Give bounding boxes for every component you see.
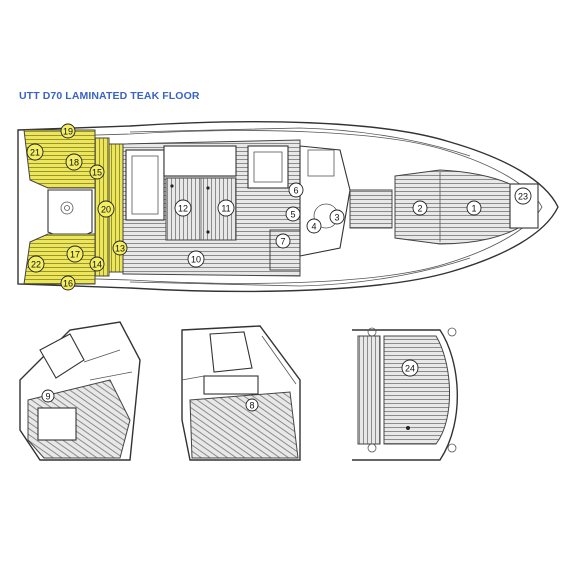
label-marker-11 — [217, 199, 235, 217]
side-deck-lower — [129, 257, 471, 287]
label-number-18: 18 — [69, 158, 79, 168]
label-marker-18 — [65, 153, 83, 171]
detail-9-frame — [19, 321, 141, 461]
stern-platform-upper — [23, 129, 96, 189]
label-number-15: 15 — [92, 168, 102, 178]
cockpit-table — [163, 145, 237, 177]
label-number-9: 9 — [45, 392, 50, 402]
label-marker-20 — [97, 200, 115, 218]
label-number-24: 24 — [405, 364, 415, 374]
aft-bench-cushion — [131, 155, 159, 215]
hull-inner-line — [29, 130, 543, 284]
label-marker-2 — [412, 200, 428, 216]
label-number-19: 19 — [63, 127, 73, 137]
label-number-8: 8 — [249, 401, 254, 411]
label-number-21: 21 — [30, 148, 40, 158]
label-number-14: 14 — [92, 260, 102, 270]
label-marker-7 — [275, 233, 291, 249]
label-marker-14 — [89, 256, 105, 272]
label-number-7: 7 — [280, 237, 285, 247]
label-marker-1 — [466, 200, 482, 216]
console-dash — [307, 149, 335, 177]
detail-8-edge — [181, 335, 297, 385]
cabin-floor-3 — [349, 189, 393, 229]
label-number-5: 5 — [290, 210, 295, 220]
label-number-22: 22 — [31, 260, 41, 270]
label-marker-15 — [89, 164, 105, 180]
label-number-6: 6 — [293, 186, 298, 196]
label-number-12: 12 — [178, 204, 188, 214]
label-number-11: 11 — [221, 204, 230, 214]
label-number-4: 4 — [311, 222, 316, 232]
detail-24-cleat-top-right — [447, 327, 457, 337]
detail-24-side — [357, 335, 381, 445]
label-marker-17 — [66, 245, 84, 263]
label-marker-13 — [112, 240, 128, 256]
detail-view-8 — [181, 325, 301, 461]
label-marker-6 — [288, 182, 304, 198]
wet-bar — [247, 145, 289, 189]
label-marker-9 — [41, 389, 55, 403]
detail-8-teak — [189, 391, 299, 459]
label-number-1: 1 — [471, 204, 476, 214]
label-marker-10 — [187, 250, 205, 268]
label-number-23: 23 — [518, 192, 528, 202]
detail-9-edge — [83, 349, 133, 381]
label-marker-19 — [60, 123, 76, 139]
hull-outline — [17, 121, 559, 293]
label-number-10: 10 — [191, 255, 201, 265]
label-marker-24 — [401, 359, 419, 377]
label-marker-23 — [514, 187, 532, 205]
label-marker-12 — [174, 199, 192, 217]
detail-view-9 — [19, 321, 141, 461]
helm-console — [299, 145, 351, 257]
label-number-17: 17 — [70, 250, 80, 260]
engine-hub-icon — [64, 205, 70, 211]
diagram-title: UTT D70 LAMINATED TEAK FLOOR — [19, 90, 200, 102]
detail-24-cleat-bottom — [367, 443, 377, 453]
label-marker-4 — [306, 218, 322, 234]
label-marker-21 — [26, 143, 44, 161]
detail-24-teak — [383, 335, 451, 445]
label-marker-3 — [329, 209, 345, 225]
label-marker-22 — [27, 255, 45, 273]
detail-8-seat — [209, 331, 253, 373]
detail-8-step — [203, 375, 259, 395]
label-number-3: 3 — [334, 213, 339, 223]
label-marker-8 — [245, 398, 259, 412]
detail-8-frame — [181, 325, 301, 461]
detail-24-cleat-bottom-right — [447, 443, 457, 453]
label-number-16: 16 — [63, 279, 73, 289]
wet-bar-sink — [253, 151, 283, 183]
detail-view-24 — [352, 327, 459, 461]
detail-24-frame — [352, 329, 459, 461]
label-number-20: 20 — [101, 205, 111, 215]
label-number-13: 13 — [115, 244, 125, 254]
label-marker-16 — [60, 275, 76, 291]
detail-24-cleat-top — [367, 327, 377, 337]
outboard-engine-icon — [60, 201, 74, 215]
label-number-2: 2 — [417, 204, 422, 214]
detail-9-panel — [37, 407, 77, 441]
detail-9-seat — [39, 333, 85, 379]
side-deck-upper — [129, 127, 471, 157]
label-marker-5 — [285, 206, 301, 222]
